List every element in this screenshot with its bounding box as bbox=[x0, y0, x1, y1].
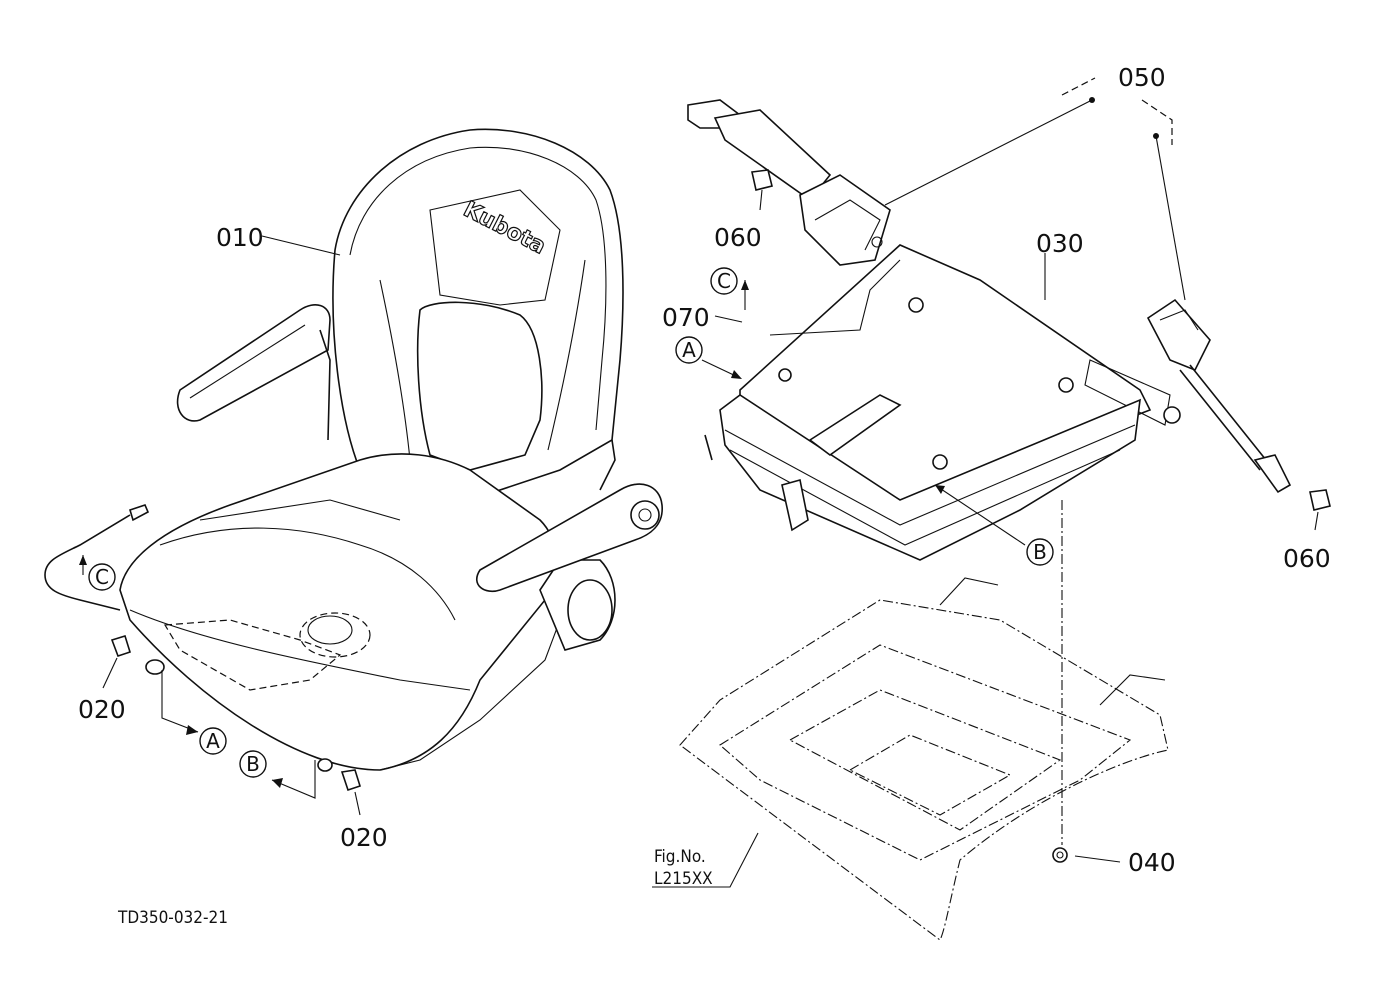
bolt-020-left bbox=[110, 635, 165, 675]
ref-c-base: C bbox=[710, 267, 738, 295]
ref-b-seat: B bbox=[239, 750, 267, 778]
svg-text:C: C bbox=[95, 565, 109, 589]
callout-030: 030 bbox=[1036, 229, 1084, 258]
fig-ref-line1: Fig.No. bbox=[654, 847, 706, 867]
seat-base-030 bbox=[704, 244, 1181, 561]
callout-020-left: 020 bbox=[78, 695, 126, 724]
callout-060-left: 060 bbox=[714, 223, 762, 252]
callout-050: 050 bbox=[1118, 63, 1166, 92]
svg-text:B: B bbox=[246, 752, 260, 776]
ref-a-seat: A bbox=[199, 727, 227, 755]
svg-text:A: A bbox=[206, 729, 220, 753]
callout-060-right: 060 bbox=[1283, 544, 1331, 573]
seat-belt-050 bbox=[687, 77, 1331, 511]
figure-reference: Fig.No. L215XX bbox=[654, 847, 713, 889]
callout-labels: 010 020 020 030 040 050 060 060 070 bbox=[78, 63, 1331, 877]
ref-b-base: B bbox=[1026, 538, 1054, 566]
seat-mount-plate bbox=[679, 500, 1169, 941]
fig-ref-line2: L215XX bbox=[654, 869, 713, 889]
callout-070: 070 bbox=[662, 303, 710, 332]
reference-markers: A B C A B C bbox=[88, 267, 1054, 778]
ref-a-base: A bbox=[675, 336, 703, 364]
svg-text:A: A bbox=[682, 338, 696, 362]
bolt-020-right bbox=[317, 758, 361, 792]
callout-020-right: 020 bbox=[340, 823, 388, 852]
drawing-id: TD350-032-21 bbox=[117, 908, 228, 928]
ref-c-seat: C bbox=[88, 563, 116, 591]
seat-assembly: Kubota bbox=[44, 128, 663, 792]
leader-lines bbox=[79, 189, 1319, 888]
callout-040: 040 bbox=[1128, 848, 1176, 877]
callout-010: 010 bbox=[216, 223, 264, 252]
svg-text:B: B bbox=[1033, 540, 1047, 564]
svg-text:C: C bbox=[717, 269, 731, 293]
